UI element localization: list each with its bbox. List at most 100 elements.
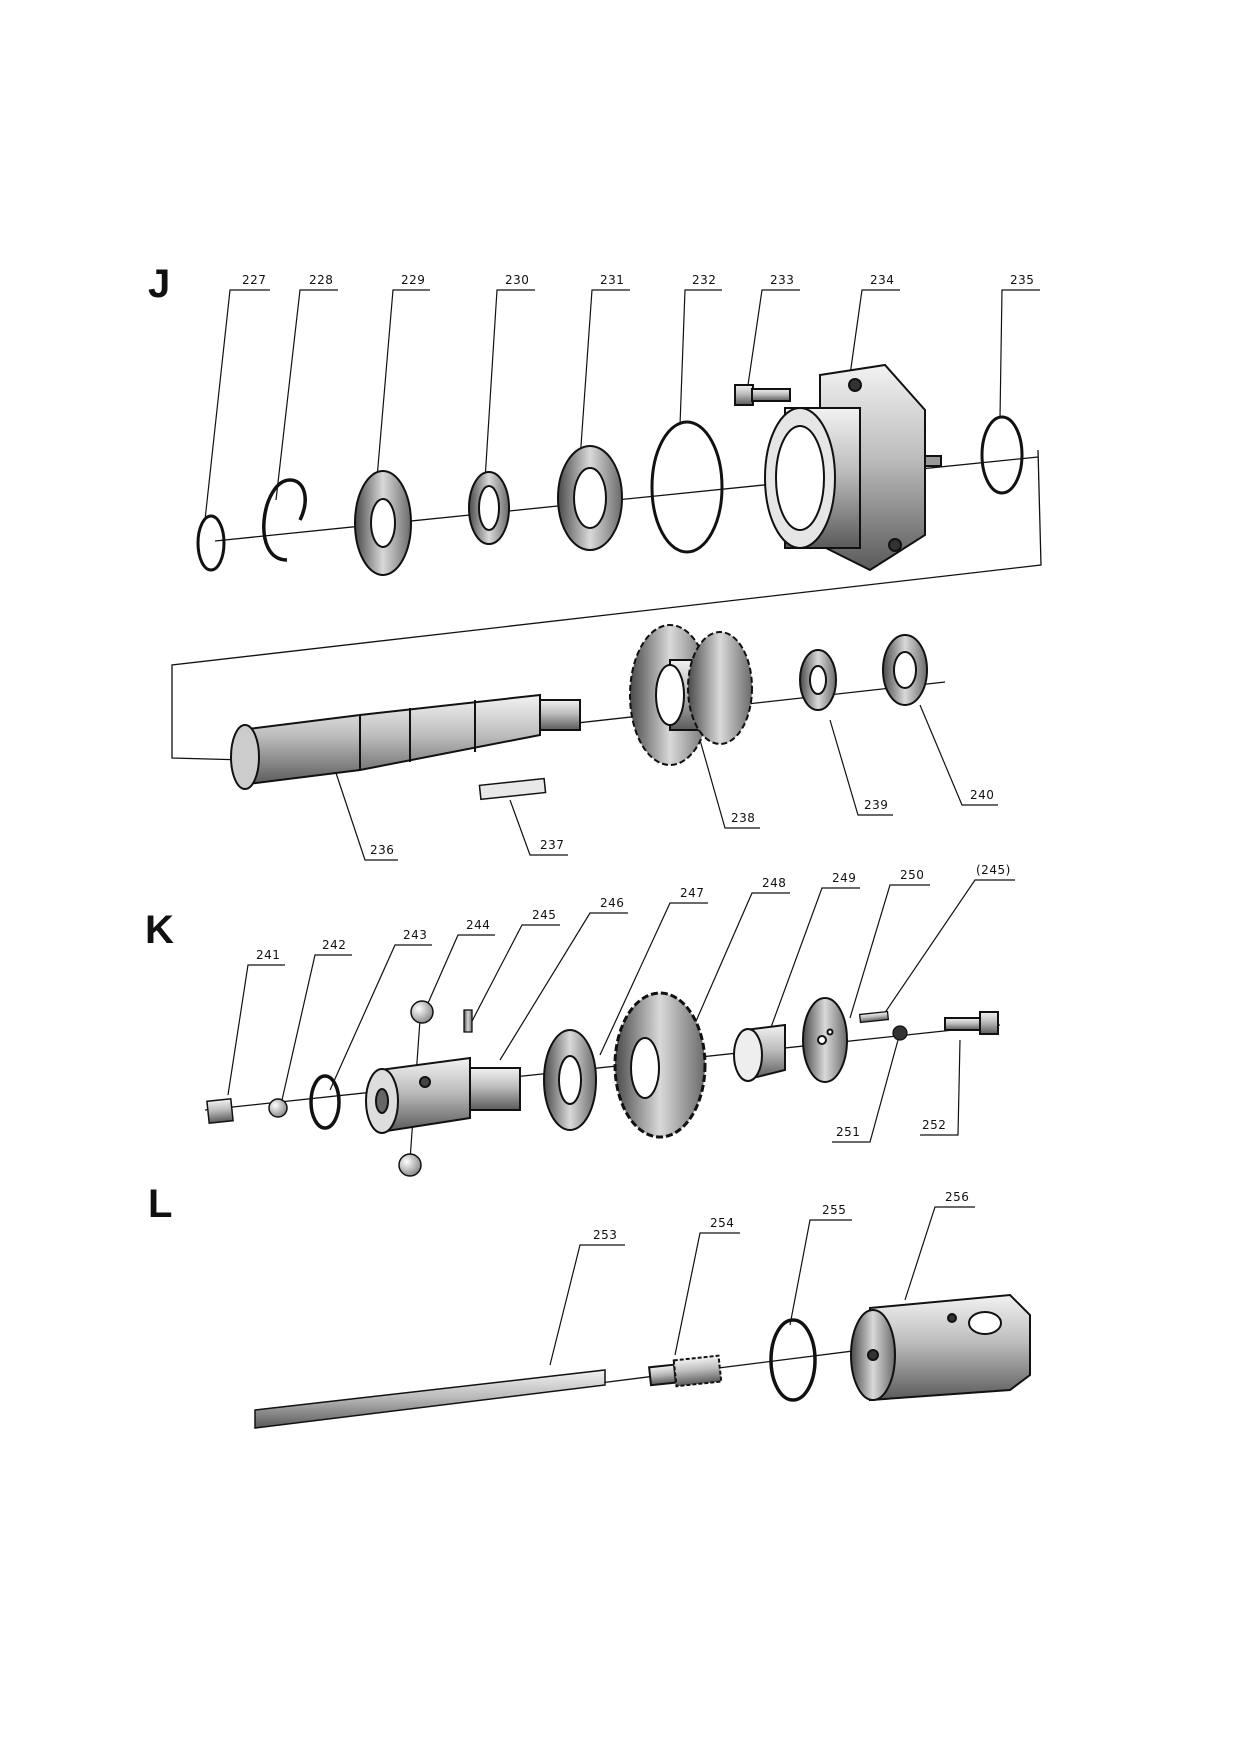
label-234: 234 [870,273,895,287]
leader-253 [549,1244,625,1366]
part-251-nut [892,1025,908,1041]
leader-241 [227,964,285,1096]
leader-230 [484,289,535,481]
part-253-rod [254,1369,606,1429]
leader-228 [275,289,338,501]
label-238: 238 [731,811,756,825]
part-244-ball-bottom [398,1153,422,1177]
label-247: 247 [680,886,705,900]
leader-243 [329,944,432,1091]
part-245-pin [463,1009,473,1033]
part-243-shaft-body [365,1056,521,1134]
label-229: 229 [401,273,426,287]
leader-250 [849,884,930,1019]
part-236-spline-shaft [230,693,581,790]
label-256: 256 [945,1190,970,1204]
part-235-o-ring [980,415,1024,495]
leader-246 [499,912,628,1061]
leader-255 [789,1219,852,1326]
label-230: 230 [505,273,530,287]
leader-232 [679,289,722,426]
leader-227 [204,289,270,521]
leader-237 [509,799,568,856]
part-239-spacer [799,649,837,711]
label-227: 227 [242,273,267,287]
label-253: 253 [593,1228,618,1242]
leader-245b [879,879,1015,1021]
part-243-o-ring [309,1074,341,1130]
label-233: 233 [770,273,795,287]
label-246: 246 [600,896,625,910]
leader-235 [999,289,1040,419]
leader-244 [424,934,495,1011]
label-239: 239 [864,798,889,812]
leader-242 [281,954,352,1101]
label-231: 231 [600,273,625,287]
part-256-block [850,1293,1031,1402]
label-248: 248 [762,876,787,890]
part-248-sleeve [733,1023,786,1082]
leader-245 [469,924,560,1026]
part-240-bushing [882,634,928,706]
part-232-o-ring [650,420,724,554]
label-249: 249 [832,871,857,885]
part-233-screw [734,384,791,406]
label-245b: (245) [976,863,1011,877]
axis-line-k [204,1024,1001,1111]
leader-254 [674,1232,740,1356]
part-246-washer [543,1029,597,1131]
section-label-k: K [145,908,174,952]
part-247-gear [613,991,707,1139]
label-232: 232 [692,273,717,287]
leader-251 [832,1039,899,1143]
part-250-pin [858,1010,890,1024]
label-251: 251 [836,1125,861,1139]
label-228: 228 [309,273,334,287]
connection-frame-j [171,449,1042,761]
part-252-bolt [944,1011,999,1035]
part-229-seal [354,470,412,576]
part-237-key [478,777,547,801]
label-252: 252 [922,1118,947,1132]
part-241-set-screw [206,1097,234,1125]
label-245: 245 [532,908,557,922]
label-235: 235 [1010,273,1035,287]
part-255-o-ring [769,1318,817,1402]
part-242-ball [268,1098,288,1118]
leader-231 [579,289,630,461]
leader-233 [747,289,800,386]
part-230-bushing [468,471,510,545]
label-237: 237 [540,838,565,852]
label-244: 244 [466,918,491,932]
part-238-cluster-gear [629,624,753,766]
leader-256 [904,1206,975,1301]
leader-234 [849,289,900,376]
part-244-ball-top [410,1000,434,1024]
label-241: 241 [256,948,281,962]
label-242: 242 [322,938,347,952]
part-254-fitting [648,1354,723,1388]
label-240: 240 [970,788,995,802]
part-231-bearing [557,445,623,551]
part-227-retaining-ring [196,514,226,572]
leader-238 [699,739,760,829]
section-label-l: L [148,1182,173,1226]
part-249-disc [802,997,848,1083]
leader-248 [689,892,790,1036]
label-255: 255 [822,1203,847,1217]
section-label-j: J [148,262,171,306]
label-250: 250 [900,868,925,882]
leader-229 [375,289,430,491]
label-254: 254 [710,1216,735,1230]
label-236: 236 [370,843,395,857]
leader-240 [919,704,998,806]
leader-247 [599,902,708,1056]
label-243: 243 [403,928,428,942]
leader-249 [769,887,860,1031]
leader-252 [920,1039,961,1136]
part-228-snap-ring [262,478,307,562]
leader-239 [829,719,893,816]
part-234-flange-housing [764,363,942,572]
